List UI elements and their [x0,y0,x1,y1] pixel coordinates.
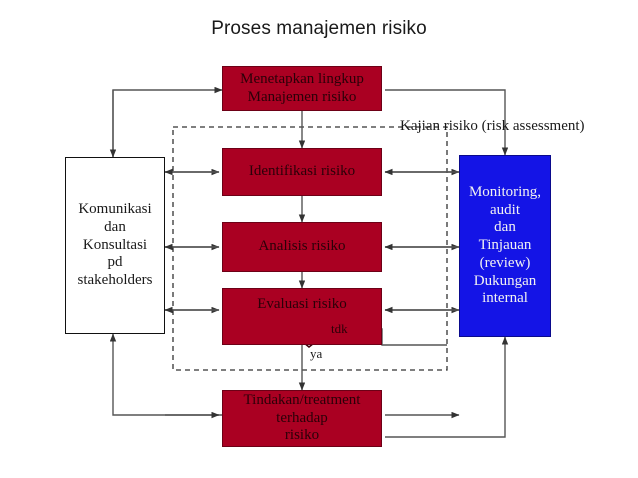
node-evaluation-line-1: Evaluasi risiko [257,296,347,312]
node-scope-line-2: Manajemen risiko [247,88,357,105]
node-analysis-line-1: Analisis risiko [258,238,346,255]
node-communication[interactable]: Komunikasi dan Konsultasi pd stakeholder… [65,157,165,334]
node-treatment-line-3: risiko [284,427,320,444]
page-title: Proses manajemen risiko [211,18,427,39]
node-treatment-line-2: terhadap [276,409,328,426]
node-monitoring-line-5: (review) [479,254,531,271]
decision-no-label: tdk [331,321,348,336]
node-communication-line-2: dan [104,218,126,235]
risk-assessment-group-box [172,126,448,371]
node-identification-line-1: Identifikasi risiko [248,163,356,180]
node-communication-line-3: Konsultasi [82,236,148,253]
node-analysis[interactable]: Analisis risiko [222,222,382,272]
node-scope[interactable]: Menetapkan lingkup Manajemen risiko [222,66,382,111]
edge-scope-to-monitoring [385,89,509,156]
edge-treatment-to-monitoring [385,336,509,438]
node-identification[interactable]: Identifikasi risiko [222,148,382,196]
node-monitoring[interactable]: Monitoring, audit dan Tinjauan (review) … [459,155,551,337]
node-evaluation[interactable]: Evaluasi risiko [222,288,382,345]
node-monitoring-line-2: audit [490,201,520,218]
node-monitoring-line-1: Monitoring, [468,184,542,201]
node-treatment-line-1: Tindakan/treatment [243,391,361,408]
node-scope-line-1: Menetapkan lingkup [240,70,364,87]
node-treatment[interactable]: Tindakan/treatment terhadap risiko [222,390,382,447]
node-monitoring-line-3: dan [494,219,516,236]
node-monitoring-line-4: Tinjauan [478,237,532,254]
decision-yes-label: ya [310,346,323,361]
node-monitoring-line-6: Dukungan [473,272,537,289]
node-communication-line-4: pd [107,254,123,271]
edge-treatment-to-communication [109,333,222,416]
node-monitoring-line-7: internal [482,290,528,307]
node-communication-line-1: Komunikasi [78,201,152,218]
node-communication-line-5: stakeholders [77,272,153,289]
risk-assessment-group-label: Kajian risiko (risk assessment) [400,118,585,134]
